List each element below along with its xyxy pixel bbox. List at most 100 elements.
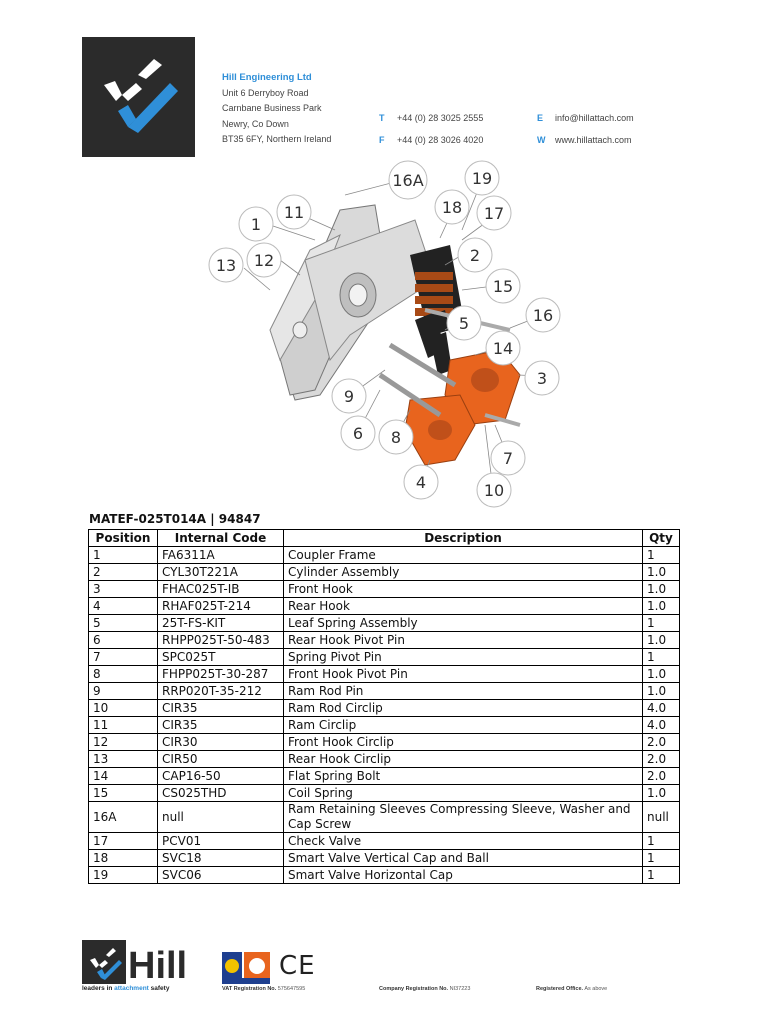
address-line: BT35 6FY, Northern Ireland [222, 134, 332, 144]
vat-value: 575647595 [277, 986, 306, 992]
cell-position: 13 [88, 750, 158, 768]
cell-internal-code: CAP16-50 [157, 767, 284, 785]
callout-14: 14 [493, 339, 513, 358]
tagline: leaders in attachment safety [82, 985, 169, 992]
callout-10: 10 [484, 481, 504, 500]
callout-5: 5 [459, 314, 469, 333]
cell-position: 11 [88, 716, 158, 734]
callout-1: 1 [251, 215, 261, 234]
cell-internal-code: RHPP025T-50-483 [157, 631, 284, 649]
cell-description: Smart Valve Vertical Cap and Ball [283, 849, 643, 867]
callout-11: 11 [284, 203, 304, 222]
column-header-internal-code: Internal Code [157, 529, 284, 547]
callout-8: 8 [391, 428, 401, 447]
footer-logo: Hill [82, 940, 194, 988]
cell-position: 6 [88, 631, 158, 649]
registered-office-value: As above [584, 986, 608, 992]
column-header-qty: Qty [642, 529, 680, 547]
contact-fax: F +44 (0) 28 3026 4020 [379, 135, 483, 145]
cell-description: Leaf Spring Assembly [283, 614, 643, 632]
cell-position: 9 [88, 682, 158, 700]
website-link[interactable]: www.hillattach.com [555, 135, 632, 145]
cell-position: 17 [88, 832, 158, 850]
fax-number: +44 (0) 28 3026 4020 [397, 135, 484, 145]
callout-16a: 16A [392, 171, 423, 190]
cell-internal-code: RHAF025T-214 [157, 597, 284, 615]
cell-description: Flat Spring Bolt [283, 767, 643, 785]
cell-position: 8 [88, 665, 158, 683]
cell-qty: 1.0 [642, 563, 680, 581]
cell-description: Rear Hook Pivot Pin [283, 631, 643, 649]
cell-qty: 1 [642, 866, 680, 884]
cell-qty: 1.0 [642, 597, 680, 615]
company-reg-label: Company Registration No. [379, 986, 449, 992]
cell-position: 19 [88, 866, 158, 884]
cell-qty: 1 [642, 849, 680, 867]
cell-internal-code: SPC025T [157, 648, 284, 666]
cell-internal-code: CIR30 [157, 733, 284, 751]
cell-position: 16A [88, 801, 158, 833]
cell-internal-code: FHPP025T-30-287 [157, 665, 284, 683]
callout-7: 7 [503, 449, 513, 468]
cell-qty: 1.0 [642, 631, 680, 649]
table-header-row: Position Internal Code Description Qty [88, 529, 680, 547]
cell-qty: 1 [642, 614, 680, 632]
company-reg-value: NI37223 [449, 986, 471, 992]
registered-office: Registered Office. As above [536, 986, 607, 992]
callout-6: 6 [353, 424, 363, 443]
email-address[interactable]: info@hillattach.com [555, 113, 634, 123]
coupler-frame-drawing [269, 204, 436, 401]
cell-internal-code: CIR35 [157, 716, 284, 734]
address-line: Unit 6 Derryboy Road [222, 87, 309, 98]
callout-18: 18 [442, 198, 462, 217]
cell-internal-code: FHAC025T-IB [157, 580, 284, 598]
column-header-description: Description [283, 529, 643, 547]
vat-registration: VAT Registration No. 575647595 [222, 986, 305, 992]
contact-key: F [379, 135, 385, 145]
cell-position: 12 [88, 733, 158, 751]
cell-position: 14 [88, 767, 158, 785]
cell-position: 18 [88, 849, 158, 867]
cell-description: Front Hook Pivot Pin [283, 665, 643, 683]
parts-table: Position Internal Code Description Qty 1… [88, 529, 680, 884]
callout-15: 15 [493, 277, 513, 296]
cell-description: Front Hook [283, 580, 643, 598]
cell-description: Coil Spring [283, 784, 643, 802]
company-name: Hill Engineering Ltd [222, 72, 312, 83]
cell-position: 15 [88, 784, 158, 802]
exploded-parts-diagram: 1 2 3 4 5 6 7 8 9 10 11 12 13 14 15 16 1… [208, 160, 561, 508]
cell-qty: 1.0 [642, 580, 680, 598]
company-address-block: Hill Engineering Ltd Unit 6 Derryboy Roa… [222, 70, 331, 148]
callout-16: 16 [533, 306, 553, 325]
tagline-prefix: leaders in [82, 985, 115, 992]
cell-description: Cylinder Assembly [283, 563, 643, 581]
cell-internal-code: CIR35 [157, 699, 284, 717]
cell-description: Ram Rod Pin [283, 682, 643, 700]
callout-9: 9 [344, 387, 354, 406]
cell-internal-code: CYL30T221A [157, 563, 284, 581]
cell-description: Spring Pivot Pin [283, 648, 643, 666]
cell-position: 10 [88, 699, 158, 717]
address-line: Carnbane Business Park [222, 103, 322, 113]
column-header-position: Position [88, 529, 158, 547]
cell-description: Smart Valve Horizontal Cap [283, 866, 643, 884]
cell-position: 7 [88, 648, 158, 666]
company-registration: Company Registration No. NI37223 [379, 986, 470, 992]
cell-qty: 1.0 [642, 784, 680, 802]
callout-17: 17 [484, 204, 504, 223]
